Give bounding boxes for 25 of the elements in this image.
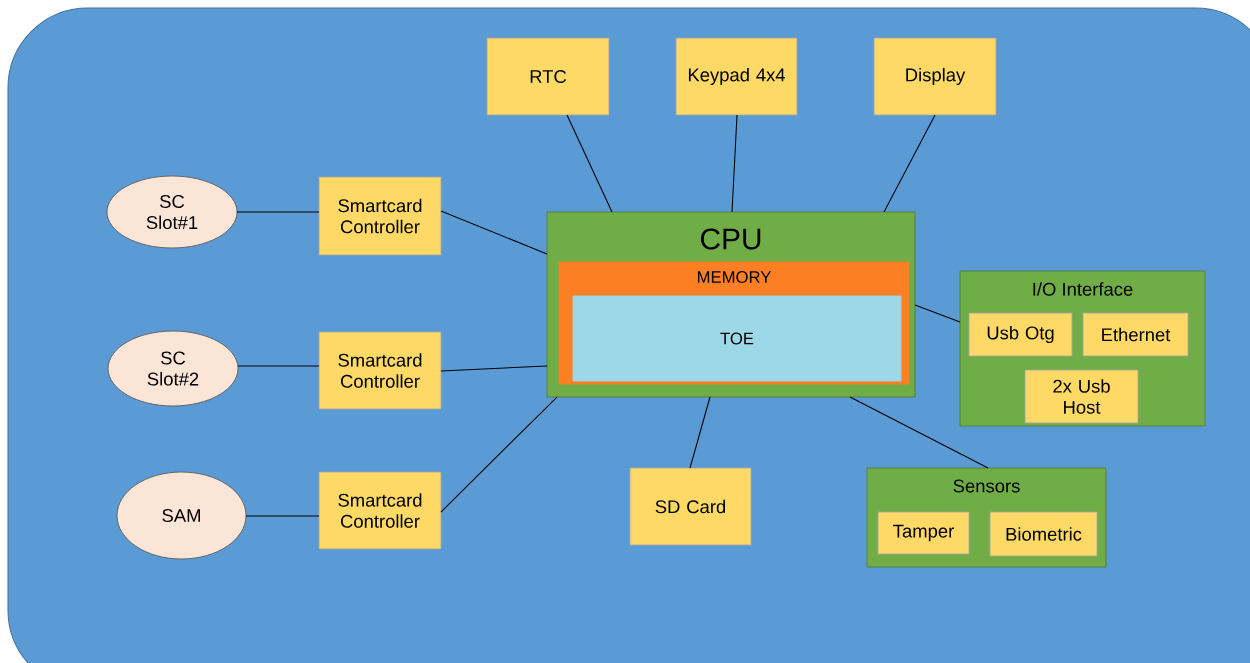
connector-line bbox=[440, 365, 548, 372]
component-box: Tamper bbox=[877, 511, 970, 555]
connector-line bbox=[731, 114, 738, 213]
component-box: Smartcard Controller bbox=[318, 331, 442, 410]
component-box: Ethernet bbox=[1082, 312, 1189, 357]
component-box: Display bbox=[873, 37, 997, 116]
connector-line bbox=[566, 114, 613, 213]
connector-line bbox=[883, 114, 936, 213]
component-box: RTC bbox=[486, 37, 610, 116]
component-box: Usb Otg bbox=[968, 312, 1073, 357]
connector-line bbox=[440, 396, 558, 513]
connector-line bbox=[689, 396, 711, 469]
component-box: SD Card bbox=[629, 467, 752, 546]
component-box: Keypad 4x4 bbox=[675, 37, 798, 116]
connector-line bbox=[914, 304, 961, 323]
connector-line bbox=[236, 211, 320, 213]
component-box: Biometric bbox=[989, 511, 1098, 557]
component-box: 2x Usb Host bbox=[1024, 369, 1139, 424]
connector-line bbox=[440, 210, 548, 255]
toe-block: TOE bbox=[572, 295, 902, 382]
component-box: Smartcard Controller bbox=[318, 176, 442, 256]
component-box: Smartcard Controller bbox=[318, 471, 442, 550]
connector-line bbox=[237, 365, 320, 367]
connector-line bbox=[245, 515, 320, 517]
connector-line bbox=[849, 396, 989, 469]
